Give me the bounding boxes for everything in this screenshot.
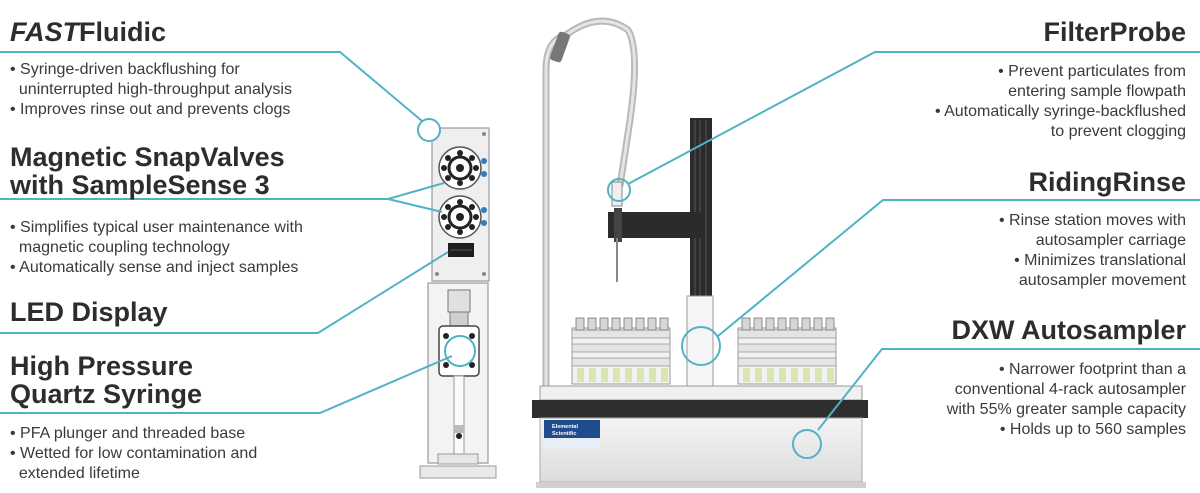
- fast-module: [419, 127, 497, 479]
- bullet-item: conventional 4-rack autosampler: [954, 381, 1186, 398]
- bullet-item: autosampler movement: [1018, 272, 1186, 289]
- bullet-item: • Rinse station moves with: [998, 212, 1186, 229]
- bullet-item: entering sample flowpath: [1008, 83, 1186, 100]
- bullet-item: • Syringe-driven backflushing for: [10, 61, 240, 78]
- bullet-item: • Automatically sense and inject samples: [10, 259, 299, 276]
- title-ridingrinse: RidingRinse: [1028, 167, 1186, 197]
- bullets-fastfluidic: • Syringe-driven backflushing for uninte…: [10, 60, 292, 120]
- callout-circle-filterprobe: [607, 178, 631, 202]
- bullet-item: with 55% greater sample capacity: [946, 401, 1186, 418]
- bullet-item: uninterrupted high-throughput analysis: [18, 81, 292, 98]
- bullet-item: magnetic coupling technology: [18, 239, 230, 256]
- callout-line-filterprobe: [627, 51, 1200, 185]
- callouts: [0, 51, 1200, 459]
- bullets-snapvalves: • Simplifies typical user maintenance wi…: [10, 218, 303, 278]
- snapvalve-bottom: [438, 195, 487, 239]
- callout-circle-syringe: [444, 335, 476, 367]
- title-snapvalves: Magnetic SnapValves with SampleSense 3: [10, 142, 285, 201]
- bullet-item: autosampler carriage: [1035, 232, 1186, 249]
- title-led-display: LED Display: [10, 297, 168, 327]
- bullet-item: • Simplifies typical user maintenance wi…: [10, 219, 303, 236]
- snapvalve-top: [438, 146, 487, 190]
- title-quartz-syringe: High Pressure Quartz Syringe: [10, 351, 203, 410]
- bullet-item: • Automatically syringe-backflushed: [934, 103, 1186, 120]
- brand-line-1: Elemental: [552, 424, 578, 430]
- title-dxw-autosampler: DXW Autosampler: [951, 315, 1186, 345]
- sample-rack-right: [737, 317, 837, 385]
- dxw-autosampler: Elemental Scientific: [532, 17, 868, 488]
- callout-circle-dxw: [792, 429, 822, 459]
- brand-line-2: Scientific: [552, 431, 576, 437]
- bullet-item: • Improves rinse out and prevents clogs: [10, 101, 291, 118]
- title-fastfluidic: FASTFluidic: [10, 17, 167, 47]
- callout-line-snapvalves-2: [387, 198, 443, 213]
- bullets-dxw-autosampler: • Narrower footprint than a conventional…: [947, 360, 1186, 440]
- bullet-item: extended lifetime: [18, 465, 140, 482]
- callout-line-ridingrinse: [717, 199, 1200, 337]
- callout-line-dxw: [817, 348, 1200, 431]
- bullet-item: • Narrower footprint than a: [998, 361, 1186, 378]
- bullets-quartz-syringe: • PFA plunger and threaded base • Wetted…: [10, 424, 257, 484]
- bullets-ridingrinse: • Rinse station moves with autosampler c…: [999, 211, 1186, 291]
- title-filterprobe: FilterProbe: [1043, 17, 1186, 47]
- callout-circle-ridingrinse: [681, 326, 721, 366]
- bullet-item: • Prevent particulates from: [998, 63, 1186, 80]
- callout-line-fastfluidic: [0, 51, 423, 122]
- callout-line-led: [0, 251, 449, 334]
- callout-circle-fastfluidic: [417, 118, 441, 142]
- bullet-item: • Minimizes translational: [1014, 252, 1186, 269]
- bullet-item: • Holds up to 560 samples: [999, 421, 1186, 438]
- callout-line-syringe: [0, 355, 453, 414]
- bullets-filterprobe: • Prevent particulates from entering sam…: [935, 62, 1186, 142]
- bullet-item: • Wetted for low contamination and: [10, 445, 258, 462]
- sample-rack-left: [571, 317, 671, 385]
- bullet-item: • PFA plunger and threaded base: [10, 425, 246, 442]
- brand-badge: Elemental Scientific: [544, 420, 600, 448]
- bullet-item: to prevent clogging: [1050, 123, 1186, 140]
